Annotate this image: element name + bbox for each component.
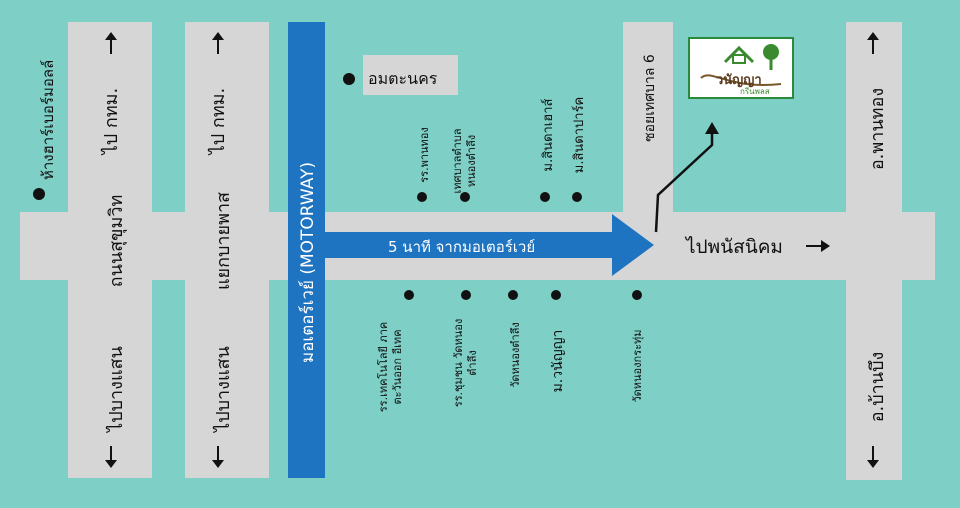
sukhumvit-road <box>68 22 152 478</box>
landmark-bottom-3-dot <box>551 290 561 300</box>
amata-dot <box>343 73 355 85</box>
amata-label: อมตะนคร <box>368 69 438 88</box>
right-down-arrow <box>867 446 879 468</box>
landmark-bottom-4-dot <box>632 290 642 300</box>
sukhumvit-down-arrow <box>105 446 117 468</box>
logo-sub: กรีนพลส <box>740 87 770 96</box>
landmark-bottom-0: รร.เทคโนโลยี ภาคตะวันออก อีเทค <box>377 321 404 413</box>
harbor-mall-dot <box>33 188 45 200</box>
landmark-top-3-dot <box>572 192 582 202</box>
motorway-road <box>288 22 325 478</box>
landmark-bottom-1: รร.ชุมชน วัดหนองตำลึง <box>452 318 479 408</box>
amata-box <box>363 55 458 95</box>
landmark-bottom-1-dot <box>461 290 471 300</box>
right-top-label: อ.พานทอง <box>867 87 888 171</box>
route-label: 5 นาที จากมอเตอร์เวย์ <box>388 238 536 256</box>
landmark-top-1-dot <box>460 192 470 202</box>
house-tree-icon <box>700 44 782 87</box>
east-label: ไปพนัสนิคม <box>686 236 783 258</box>
landmark-bottom-2: วัดหนองตำลึง <box>509 322 522 388</box>
landmark-top-2-dot <box>540 192 550 202</box>
logo-name: วนัญญา <box>716 73 762 88</box>
right-up-arrow <box>867 32 879 54</box>
landmark-bottom-0-dot <box>404 290 414 300</box>
bypass-down-arrow <box>212 446 224 468</box>
bypass-up-arrow <box>212 32 224 54</box>
east-arrow <box>806 240 830 252</box>
logo: วนัญญา กรีนพลส <box>688 37 794 99</box>
landmark-bottom-4: วัดหนองกระทุ่ม <box>631 329 644 403</box>
landmark-top-0-dot <box>417 192 427 202</box>
bypass-road <box>185 22 269 478</box>
right-bottom-label: อ.บ้านบึง <box>867 351 888 423</box>
landmark-bottom-2-dot <box>508 290 518 300</box>
right-road <box>846 22 902 480</box>
sukhumvit-up-arrow <box>105 32 117 54</box>
landmark-bottom-3: ม.วนัญญา <box>550 329 566 393</box>
